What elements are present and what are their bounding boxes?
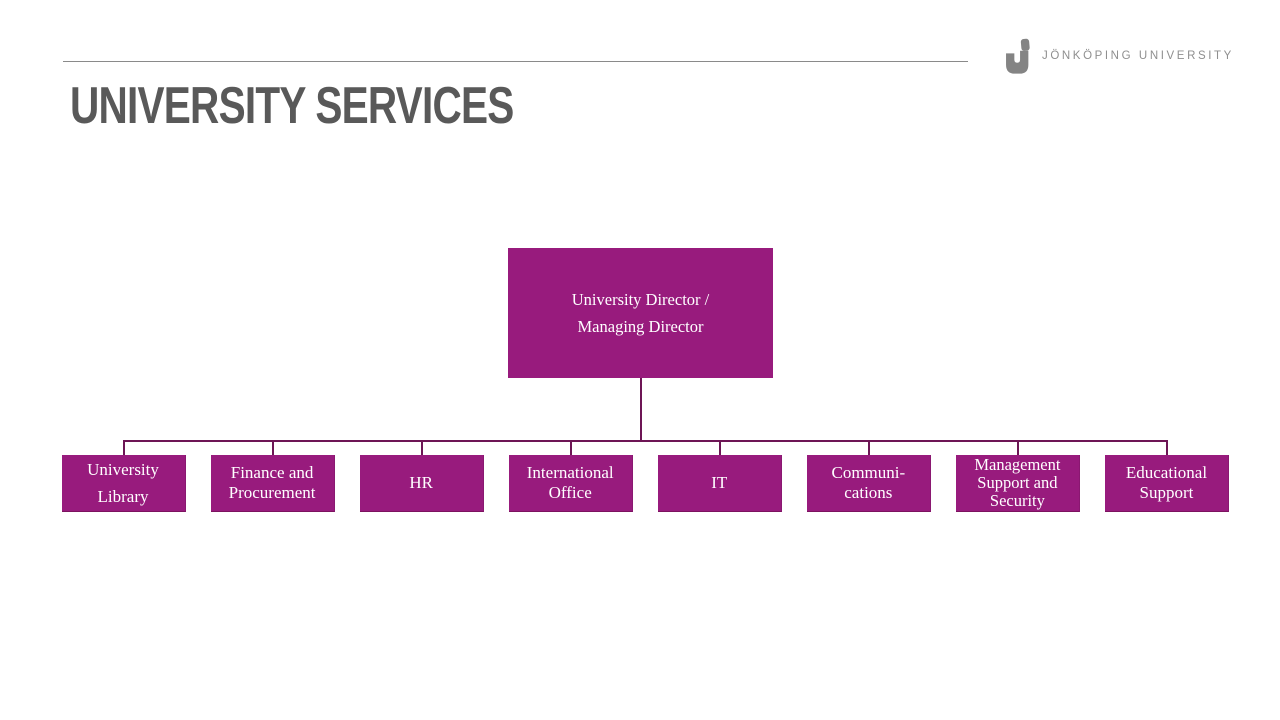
connector-stub bbox=[867, 440, 870, 456]
org-child-label: Management Support and Security bbox=[974, 455, 1061, 510]
connector-root-vertical bbox=[640, 378, 642, 441]
connector-stub bbox=[271, 440, 274, 456]
connector-stub bbox=[1165, 440, 1168, 456]
org-child-box: Communi- cations bbox=[806, 455, 931, 512]
org-child-label: Finance and Procurement bbox=[228, 463, 316, 502]
org-child-box: Management Support and Security bbox=[955, 455, 1080, 512]
org-child-label: Communi- cations bbox=[831, 463, 906, 502]
org-root-label: University Director / Managing Director bbox=[571, 290, 710, 336]
org-child-box: IT bbox=[657, 455, 782, 512]
org-child-label: International Office bbox=[526, 463, 614, 502]
connector-stub bbox=[420, 440, 423, 456]
org-child-box: International Office bbox=[508, 455, 633, 512]
header-rule bbox=[63, 61, 968, 62]
org-root-box: University Director / Managing Director bbox=[508, 248, 773, 378]
org-child-box: University Library bbox=[61, 455, 186, 512]
ju-j-mark-icon bbox=[1006, 38, 1030, 74]
org-child-label: HR bbox=[409, 473, 433, 492]
university-logo: JÖNKÖPING UNIVERSITY bbox=[1005, 38, 1234, 74]
connector-stub bbox=[1016, 440, 1019, 456]
org-child-label: IT bbox=[711, 473, 728, 492]
connector-stub bbox=[718, 440, 721, 456]
org-child-label: University Library bbox=[87, 460, 159, 506]
connector-rail bbox=[123, 440, 1168, 442]
org-child-box: Educational Support bbox=[1104, 455, 1229, 512]
page-title: UNIVERSITY SERVICES bbox=[70, 77, 514, 135]
org-child-box: HR bbox=[359, 455, 484, 512]
connector-stub bbox=[569, 440, 572, 456]
org-child-label: Educational Support bbox=[1125, 463, 1208, 502]
org-child-box: Finance and Procurement bbox=[210, 455, 335, 512]
connector-stub bbox=[122, 440, 125, 456]
logo-wordmark: JÖNKÖPING UNIVERSITY bbox=[1042, 50, 1234, 62]
